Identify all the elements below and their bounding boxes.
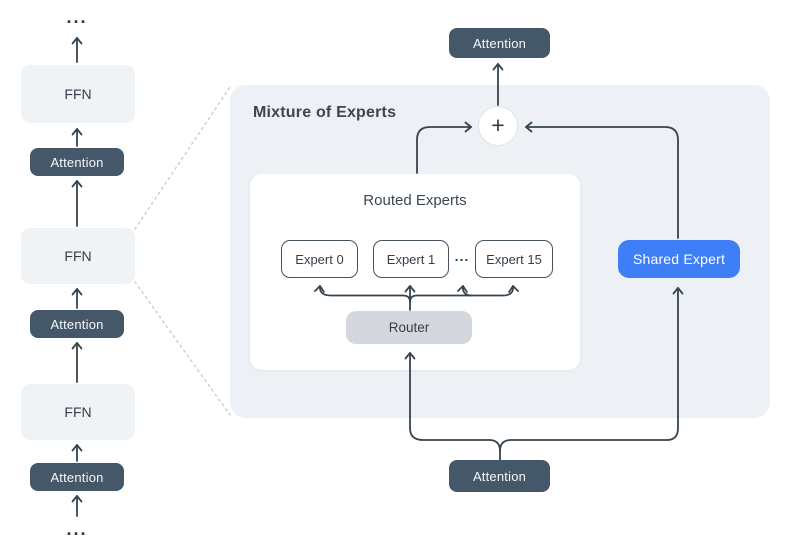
attention-block: Attention <box>30 310 124 338</box>
flow-arrows <box>71 37 684 517</box>
attention-input-block: Attention <box>449 460 550 492</box>
ffn-block: FFN <box>21 384 135 440</box>
shared-expert-box: Shared Expert <box>618 240 740 278</box>
add-node: + <box>478 106 518 146</box>
expert-box-0: Expert 0 <box>281 240 358 278</box>
attention-block: Attention <box>30 148 124 176</box>
moe-title: Mixture of Experts <box>253 104 397 121</box>
expert-box-1: Expert 1 <box>373 240 449 278</box>
expert-box-15: Expert 15 <box>475 240 553 278</box>
stack-continuation-dots-bottom: ... <box>66 519 88 539</box>
ffn-block: FFN <box>21 65 135 123</box>
attention-block: Attention <box>30 463 124 491</box>
routed-experts-title: Routed Experts <box>363 192 467 209</box>
router-box: Router <box>346 311 472 344</box>
ffn-block-expanded: FFN <box>21 228 135 284</box>
experts-ellipsis: ... <box>454 248 470 264</box>
attention-output-block: Attention <box>449 28 550 58</box>
stack-continuation-dots-top: ... <box>66 7 88 27</box>
dashed-connector <box>134 86 231 416</box>
